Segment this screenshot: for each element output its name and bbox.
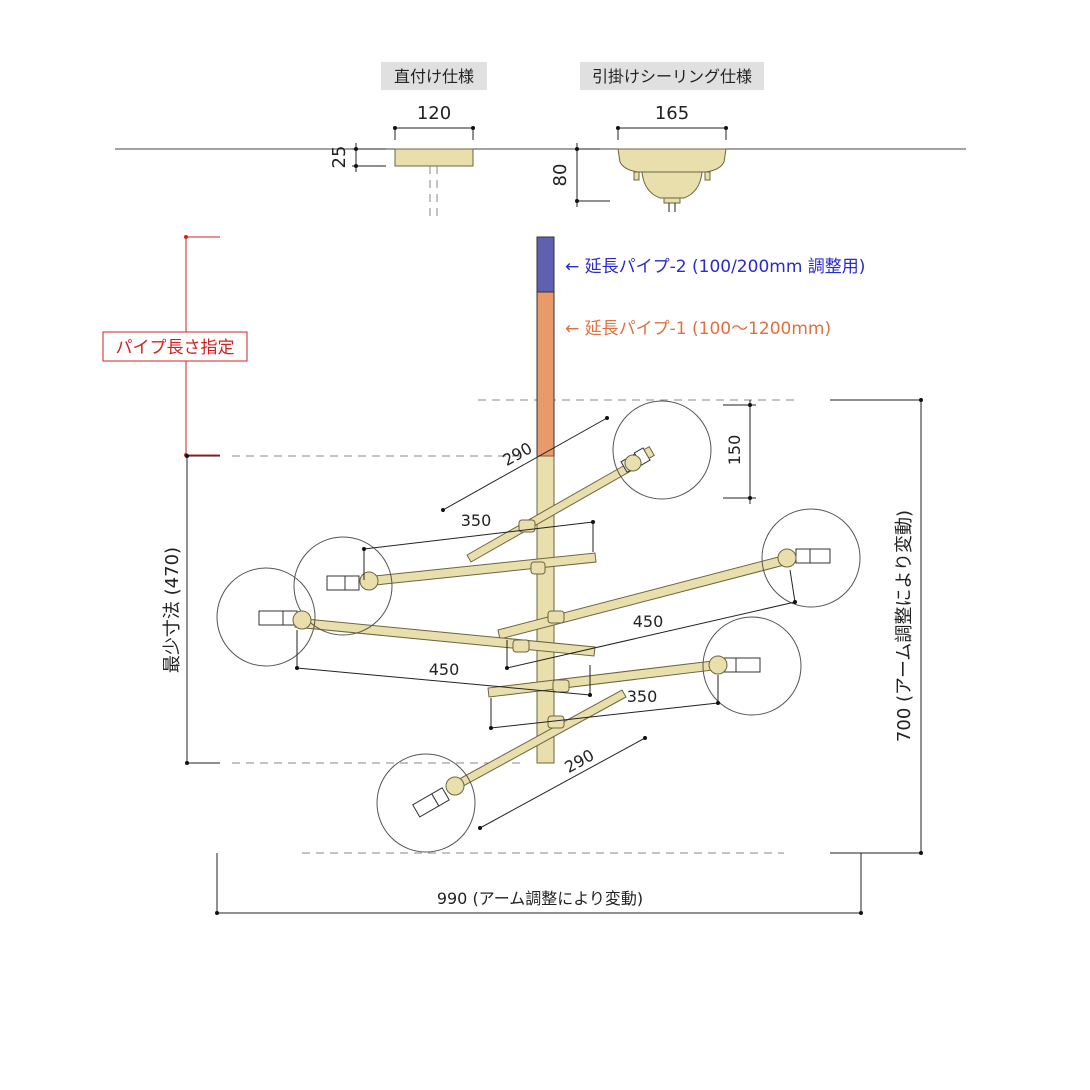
ceiling-mount-canopy bbox=[617, 148, 727, 212]
dim-upper-290-value: 290 bbox=[499, 438, 535, 469]
extension-pipe-2-label: ← 延長パイプ-2 (100/200mm 調整用) bbox=[565, 257, 865, 277]
dim-total-width-value: 990 (アーム調整により変動) bbox=[437, 889, 643, 908]
ceiling-width-dimension: 165 bbox=[616, 103, 728, 140]
ceiling-width-value: 165 bbox=[655, 103, 689, 124]
globe-far-left bbox=[216, 567, 316, 667]
bulb-icon bbox=[735, 657, 761, 673]
dim-lower-290-value: 290 bbox=[561, 745, 597, 776]
dim-lower-290: 290 bbox=[478, 736, 647, 830]
direct-mount-header: 直付け仕様 bbox=[381, 62, 487, 90]
dim-top-offset-value: 150 bbox=[725, 435, 744, 466]
dim-upper-350-value: 350 bbox=[461, 511, 492, 530]
pipe-length-spec: パイプ長さ指定 bbox=[102, 235, 248, 457]
extension-pipe-1-label: ← 延長パイプ-1 (100〜1200mm) bbox=[565, 319, 831, 339]
dim-total-width: 990 (アーム調整により変動) bbox=[215, 853, 863, 915]
pipe-length-spec-label: パイプ長さ指定 bbox=[116, 338, 235, 358]
direct-width-value: 120 bbox=[417, 103, 451, 124]
dim-upper-350: 350 bbox=[362, 511, 595, 580]
globe-lower-right bbox=[702, 616, 802, 716]
pipe-length-spec-box bbox=[102, 331, 248, 362]
direct-mount-label: 直付け仕様 bbox=[394, 67, 474, 86]
dim-right-450: 450 bbox=[505, 569, 797, 670]
dim-minimum-value: 最少寸法 (470) bbox=[162, 547, 183, 673]
arm-joints bbox=[512, 519, 570, 729]
ceiling-mount-header: 引掛けシーリング仕様 bbox=[580, 62, 764, 90]
dim-minimum: 最少寸法 (470) bbox=[162, 454, 220, 765]
dim-total-height-value: 700 (アーム調整により変動) bbox=[894, 510, 915, 742]
direct-height-value: 25 bbox=[329, 146, 350, 169]
dim-top-offset: 150 bbox=[723, 400, 756, 504]
extension-pipe-2 bbox=[536, 236, 555, 293]
dim-left-450: 450 bbox=[295, 630, 592, 697]
dim-left-450-value: 450 bbox=[429, 660, 460, 679]
globe-bottom bbox=[376, 753, 476, 853]
dim-lower-350: 350 bbox=[489, 675, 720, 730]
direct-mount-header-bg bbox=[381, 62, 487, 90]
ceiling-height-dimension: 80 bbox=[550, 143, 610, 207]
bulb-icon bbox=[809, 548, 831, 564]
extension-pipe-1 bbox=[536, 291, 555, 457]
dim-total-height: 700 (アーム調整により変動) bbox=[830, 398, 923, 855]
globe-top-right bbox=[612, 400, 712, 500]
ceiling-mount-header-bg bbox=[580, 62, 764, 90]
dim-right-450-value: 450 bbox=[633, 612, 664, 631]
bulb-icon bbox=[326, 575, 346, 591]
bulb-icon bbox=[258, 610, 284, 626]
dim-lower-350-value: 350 bbox=[627, 687, 658, 706]
direct-mount-canopy bbox=[394, 148, 474, 222]
reference-lines bbox=[232, 399, 800, 854]
direct-width-dimension: 120 bbox=[393, 103, 475, 140]
ceiling-height-value: 80 bbox=[550, 164, 571, 187]
ceiling-mount-label: 引掛けシーリング仕様 bbox=[592, 67, 752, 86]
globe-right bbox=[761, 508, 861, 608]
direct-height-dimension: 25 bbox=[329, 143, 386, 172]
globe-left-upper bbox=[293, 536, 393, 636]
